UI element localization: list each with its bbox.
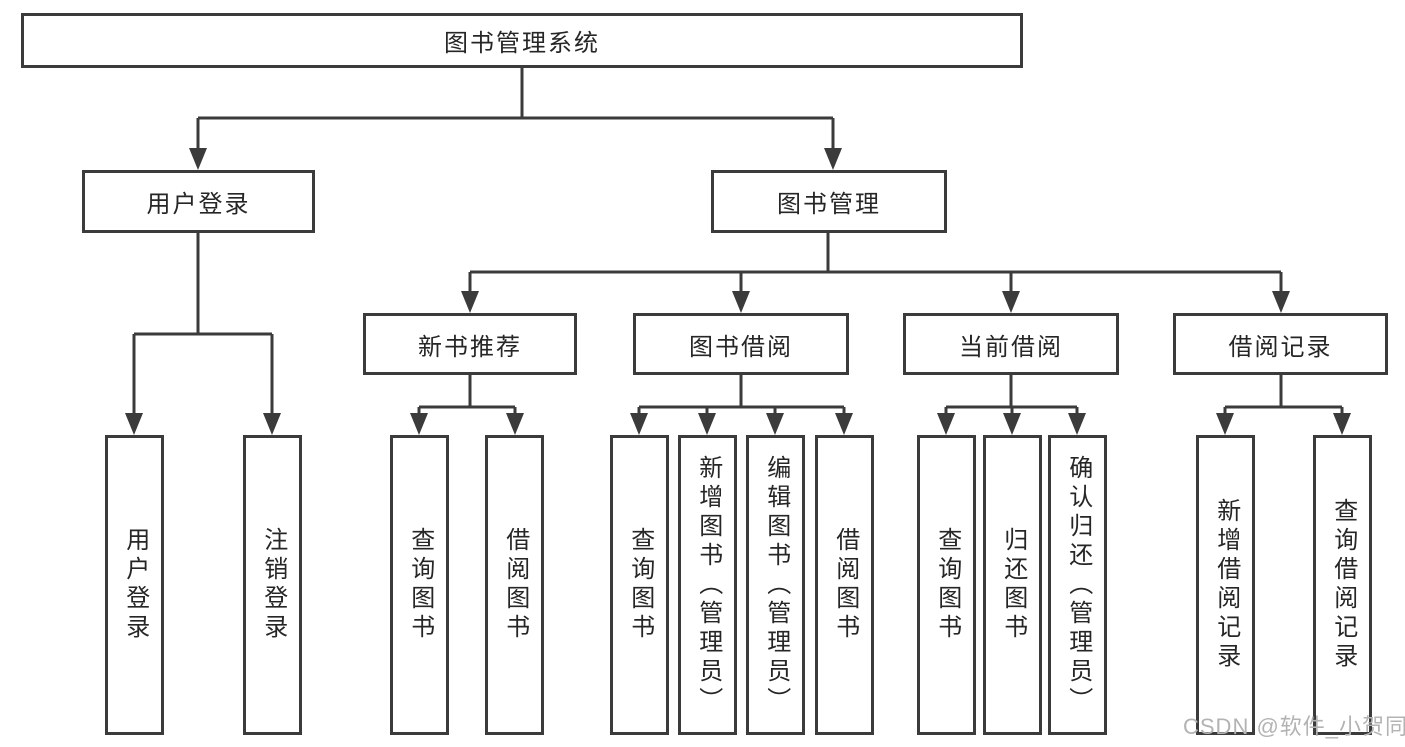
leaf-borrow-books: 借阅图书 <box>815 435 874 735</box>
leaf-borrow-books-recommend: 借阅图书 <box>485 435 544 735</box>
leaf-add-books-admin: 新增图书（管理员） <box>678 435 737 735</box>
connector-book-management-to-level3 <box>461 233 1290 313</box>
watermark: CSDN @软件_小贺同学 <box>1183 714 1405 739</box>
leaf-return-books: 归还图书 <box>983 435 1042 735</box>
leaf-add-borrow-record: 新增借阅记录 <box>1196 435 1255 735</box>
leaf-user-login: 用户登录 <box>105 435 164 735</box>
leaf-query-books-borrow: 查询图书 <box>610 435 669 735</box>
node-borrow-records: 借阅记录 <box>1173 313 1388 375</box>
node-new-book-recommend: 新书推荐 <box>363 313 577 375</box>
connector-book-borrow-to-leaves <box>630 375 853 435</box>
leaf-query-borrow-record: 查询借阅记录 <box>1313 435 1372 735</box>
leaf-query-books-recommend: 查询图书 <box>390 435 449 735</box>
connector-current-borrow-to-leaves <box>937 375 1086 435</box>
connector-root-to-level2 <box>189 68 842 170</box>
node-book-borrow: 图书借阅 <box>633 313 849 375</box>
node-book-management: 图书管理 <box>711 170 947 233</box>
connector-user-login-to-leaves <box>125 233 281 435</box>
node-current-borrow: 当前借阅 <box>903 313 1119 375</box>
node-user-login: 用户登录 <box>82 170 315 233</box>
node-library-management-system: 图书管理系统 <box>21 13 1023 68</box>
leaf-logout: 注销登录 <box>243 435 302 735</box>
leaf-confirm-return-admin: 确认归还（管理员） <box>1048 435 1107 735</box>
leaf-edit-books-admin: 编辑图书（管理员） <box>746 435 805 735</box>
connector-borrow-records-to-leaves <box>1216 375 1351 435</box>
connector-new-book-recommend-to-leaves <box>410 375 524 435</box>
leaf-query-books-current: 查询图书 <box>917 435 976 735</box>
